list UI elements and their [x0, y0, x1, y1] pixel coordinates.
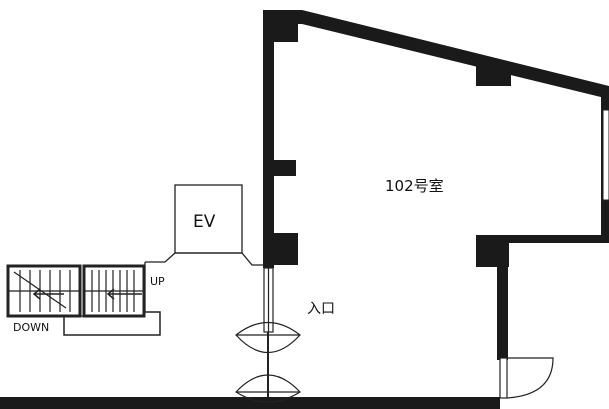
entrance-label: 入口	[307, 301, 335, 317]
columns	[274, 20, 511, 267]
column	[274, 160, 296, 176]
room-102-walls	[0, 10, 609, 409]
elevator	[144, 184, 264, 312]
stairs-up-label: UP	[150, 275, 165, 288]
column	[476, 66, 511, 86]
room-top-wall	[263, 10, 609, 99]
column	[274, 20, 298, 42]
room-left-wall	[263, 10, 274, 268]
stairs-down-label: DOWN	[13, 321, 50, 334]
room-name-label: 102号室	[385, 177, 444, 195]
bottom-wall	[0, 397, 500, 409]
elevator-shaft	[174, 184, 243, 254]
service-door	[499, 357, 554, 399]
room-step-wall	[476, 235, 609, 243]
entrance-door	[235, 267, 301, 403]
staircase	[6, 264, 161, 336]
column	[274, 233, 298, 265]
window-opening	[602, 109, 609, 201]
column	[476, 235, 509, 267]
elevator-label: EV	[193, 212, 216, 232]
room-inner-right-wall	[497, 235, 508, 360]
